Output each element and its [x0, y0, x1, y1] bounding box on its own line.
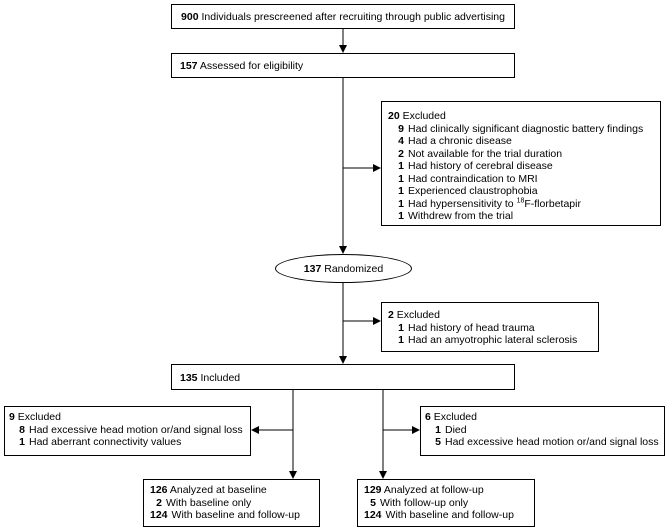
- randomized-ellipse: 137 Randomized: [275, 254, 412, 283]
- excluded-9-header: 9 Excluded: [9, 411, 250, 424]
- excluded-6-header: 6 Excluded: [425, 411, 664, 424]
- baseline-count: 126: [150, 484, 168, 496]
- assessed-count: 157: [180, 60, 198, 72]
- randomized-label: Randomized: [324, 262, 384, 275]
- included-count: 135: [180, 372, 198, 384]
- excluded-2-count: 2: [388, 309, 394, 321]
- excluded-9-label: Excluded: [17, 411, 61, 423]
- excluded-9-count: 9: [9, 411, 15, 423]
- followup-label: Analyzed at follow-up: [383, 484, 484, 496]
- excluded-6-label: Excluded: [433, 411, 477, 423]
- prescreened-label: Individuals prescreened after recruiting…: [201, 11, 505, 23]
- excluded-20-label: Excluded: [402, 110, 446, 122]
- baseline-header: 126 Analyzed at baseline: [150, 484, 319, 497]
- excluded-2-header: 2 Excluded: [388, 309, 598, 322]
- excluded-2-label: Excluded: [396, 309, 440, 321]
- included-box: 135 Included: [171, 364, 515, 390]
- assessed-box: 157 Assessed for eligibility: [171, 53, 515, 78]
- baseline-label: Analyzed at baseline: [169, 484, 267, 496]
- prescreened-count: 900: [181, 11, 199, 23]
- randomized-count: 137: [303, 262, 322, 275]
- excluded-6-count: 6: [425, 411, 431, 423]
- included-label: Included: [200, 372, 241, 384]
- followup-count: 129: [364, 484, 382, 496]
- excluded-20-header: 20 Excluded: [388, 110, 660, 123]
- followup-header: 129 Analyzed at follow-up: [364, 484, 534, 497]
- assessed-label: Assessed for eligibility: [199, 60, 304, 72]
- excluded-20-count: 20: [388, 110, 400, 122]
- prescreened-box: 900 Individuals prescreened after recrui…: [171, 4, 515, 29]
